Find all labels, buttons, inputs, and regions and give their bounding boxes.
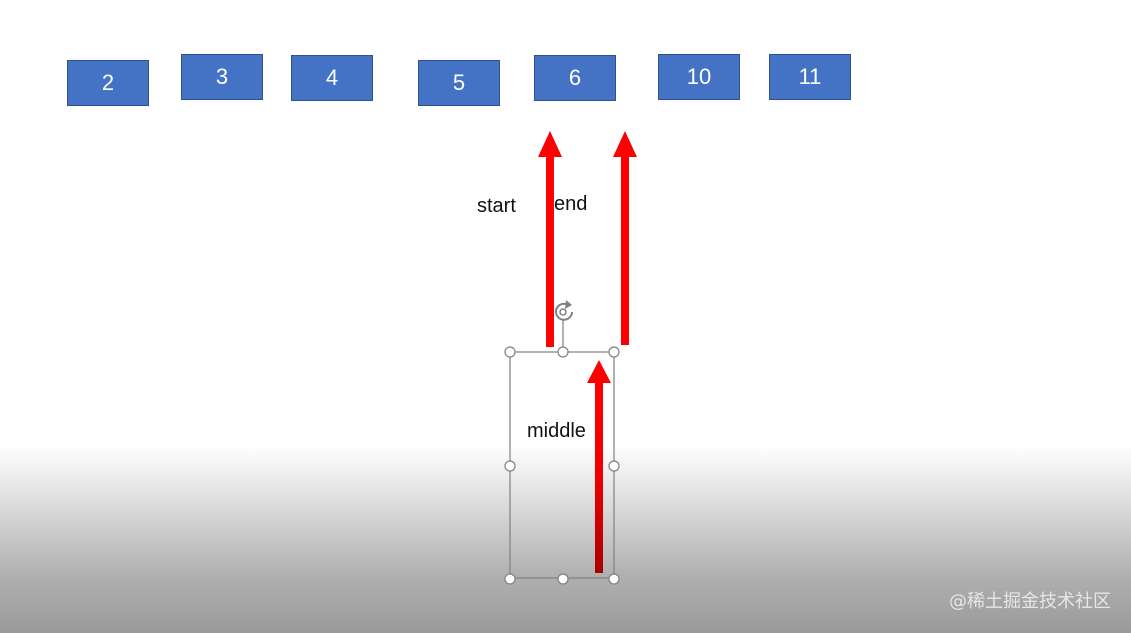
resize-handle-bottom[interactable] [557, 573, 569, 585]
box-value: 5 [452, 70, 466, 95]
end-label: end [554, 193, 588, 215]
start-label: start [477, 195, 516, 217]
resize-handles[interactable] [504, 346, 620, 585]
array-box-4[interactable]: 5 [418, 60, 500, 106]
watermark: @稀土掘金技术社区 [949, 591, 1111, 612]
box-value: 4 [325, 65, 339, 90]
resize-handle-bottom-right[interactable] [608, 573, 620, 585]
rotate-handle-icon[interactable] [555, 300, 573, 321]
middle-label[interactable]: middle [527, 420, 586, 442]
box-value: 10 [686, 64, 712, 89]
array-box-6[interactable]: 10 [658, 54, 740, 100]
resize-handle-left[interactable] [504, 460, 516, 472]
box-value: 2 [101, 70, 115, 95]
resize-handle-bottom-left[interactable] [504, 573, 516, 585]
array-box-1[interactable]: 2 [67, 60, 149, 106]
middle-pointer-arrow[interactable] [587, 360, 611, 573]
array-box-7[interactable]: 11 [769, 54, 851, 100]
box-value: 3 [215, 64, 229, 89]
array-box-2[interactable]: 3 [181, 54, 263, 100]
start-pointer-arrow[interactable] [538, 131, 562, 347]
resize-handle-right[interactable] [608, 460, 620, 472]
array-box-3[interactable]: 4 [291, 55, 373, 101]
resize-handle-top[interactable] [557, 346, 569, 358]
end-pointer-arrow[interactable] [613, 131, 637, 345]
box-value: 6 [568, 65, 582, 90]
array-box-5[interactable]: 6 [534, 55, 616, 101]
resize-handle-top-left[interactable] [504, 346, 516, 358]
resize-handle-top-right[interactable] [608, 346, 620, 358]
box-value: 11 [798, 64, 822, 89]
